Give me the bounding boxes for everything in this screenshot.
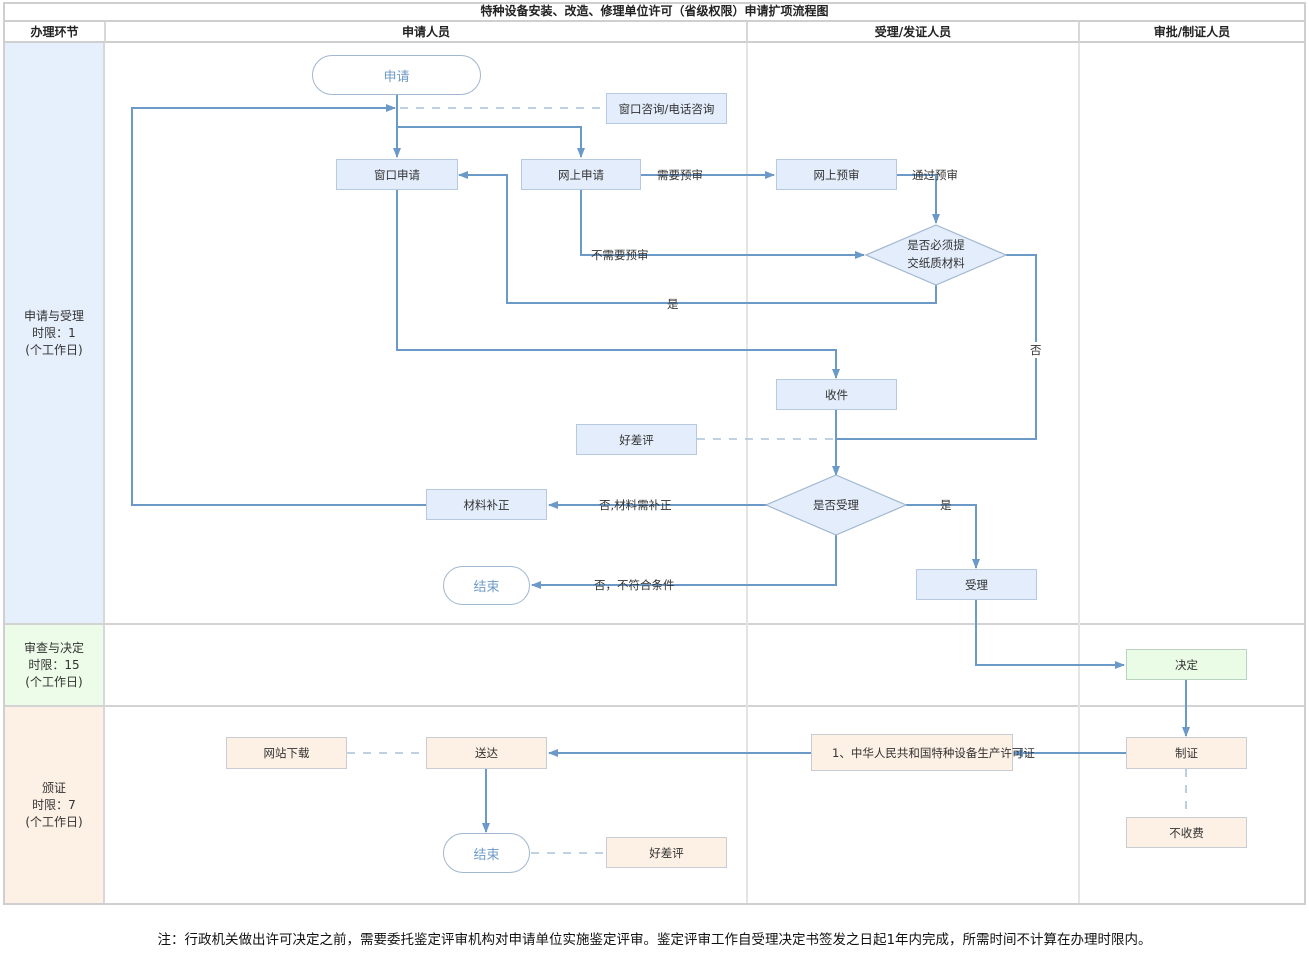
label-pass-precheck: 通过预审 [912, 168, 958, 182]
consult-node[interactable]: 窗口咨询/电话咨询 [606, 93, 727, 124]
label-yes-accept: 是 [940, 498, 952, 512]
flowchart-frame [3, 2, 1306, 905]
label-no-supplement: 否,材料需补正 [599, 498, 672, 512]
phase-name: 颁证 [41, 780, 66, 795]
edge-no-precheck [580, 190, 865, 259]
deliver-node[interactable]: 送达 [426, 737, 547, 769]
phase-unit: (个工作日) [25, 342, 83, 357]
header-acceptor: 受理/发证人员 [748, 22, 1080, 43]
phase-review-decide: 审查与决定 时限：15 (个工作日) [5, 625, 105, 705]
column-divider [746, 43, 748, 903]
header-applicant: 申请人员 [106, 22, 748, 43]
decision-paper-line1: 是否必须提 [907, 238, 965, 252]
edge-start-online [397, 126, 585, 158]
label-yes-paper: 是 [667, 297, 679, 311]
make-cert-node[interactable]: 制证 [1126, 737, 1247, 769]
column-divider [1078, 43, 1080, 903]
online-apply-node[interactable]: 网上申请 [521, 159, 641, 190]
certificate-node[interactable]: 1、中华人民共和国特种设备生产许可证 [811, 734, 1035, 771]
lane-divider [5, 705, 1304, 707]
phase-apply-accept: 申请与受理 时限：1 (个工作日) [5, 43, 105, 623]
phase-unit: (个工作日) [25, 814, 83, 829]
footnote: 注：行政机关做出许可决定之前，需要委托鉴定评审机构对申请单位实施鉴定评审。鉴定评… [157, 932, 1152, 948]
accept-node[interactable]: 受理 [916, 569, 1037, 600]
rating-node-1[interactable]: 好差评 [576, 424, 697, 455]
edge-no-end [531, 535, 837, 589]
phase-limit: 时限：15 [28, 657, 80, 672]
edge-yes-accept [906, 504, 980, 569]
rating-node-2[interactable]: 好差评 [606, 837, 727, 868]
online-precheck-node[interactable]: 网上预审 [776, 159, 897, 190]
phase-unit: (个工作日) [25, 674, 83, 689]
end-terminal-2[interactable]: 结束 [443, 833, 530, 873]
decide-node[interactable]: 决定 [1126, 649, 1247, 680]
edge-paper-yes [458, 171, 937, 304]
supplement-node[interactable]: 材料补正 [426, 489, 547, 520]
decision-paper-text[interactable]: 是否必须提 交纸质材料 [886, 236, 986, 272]
label-no-unqualified: 否，不符合条件 [594, 578, 675, 592]
label-no-paper: 否 [1030, 342, 1042, 358]
start-terminal[interactable]: 申请 [312, 55, 481, 95]
phase-limit: 时限：1 [32, 325, 76, 340]
decision-paper-shape [864, 224, 1008, 286]
header-approver: 审批/制证人员 [1080, 22, 1304, 43]
end-terminal-1[interactable]: 结束 [443, 566, 530, 605]
phase-name: 审查与决定 [23, 640, 84, 655]
receive-node[interactable]: 收件 [776, 379, 897, 410]
phase-limit: 时限：7 [32, 797, 76, 812]
edge-supplement-loop [131, 104, 426, 506]
web-download-node[interactable]: 网站下载 [226, 737, 347, 769]
label-need-precheck: 需要预审 [657, 168, 703, 182]
decision-accept-text[interactable]: 是否受理 [813, 498, 859, 512]
label-no-precheck: 不需要预审 [591, 248, 649, 262]
edge-accept-decide [975, 600, 1125, 669]
edge-pass-precheck [896, 174, 940, 224]
decision-accept-shape [764, 474, 908, 536]
edge-window-receive [396, 190, 840, 379]
no-fee-node[interactable]: 不收费 [1126, 817, 1247, 848]
diagram-title: 特种设备安装、改造、修理单位许可（省级权限）申请扩项流程图 [3, 2, 1306, 22]
phase-name: 申请与受理 [23, 308, 84, 323]
header-phase: 办理环节 [5, 22, 106, 43]
lane-divider [5, 623, 1304, 625]
decision-paper-line2: 交纸质材料 [907, 256, 965, 270]
phase-issue-cert: 颁证 时限：7 (个工作日) [5, 707, 105, 903]
window-apply-node[interactable]: 窗口申请 [336, 159, 458, 190]
